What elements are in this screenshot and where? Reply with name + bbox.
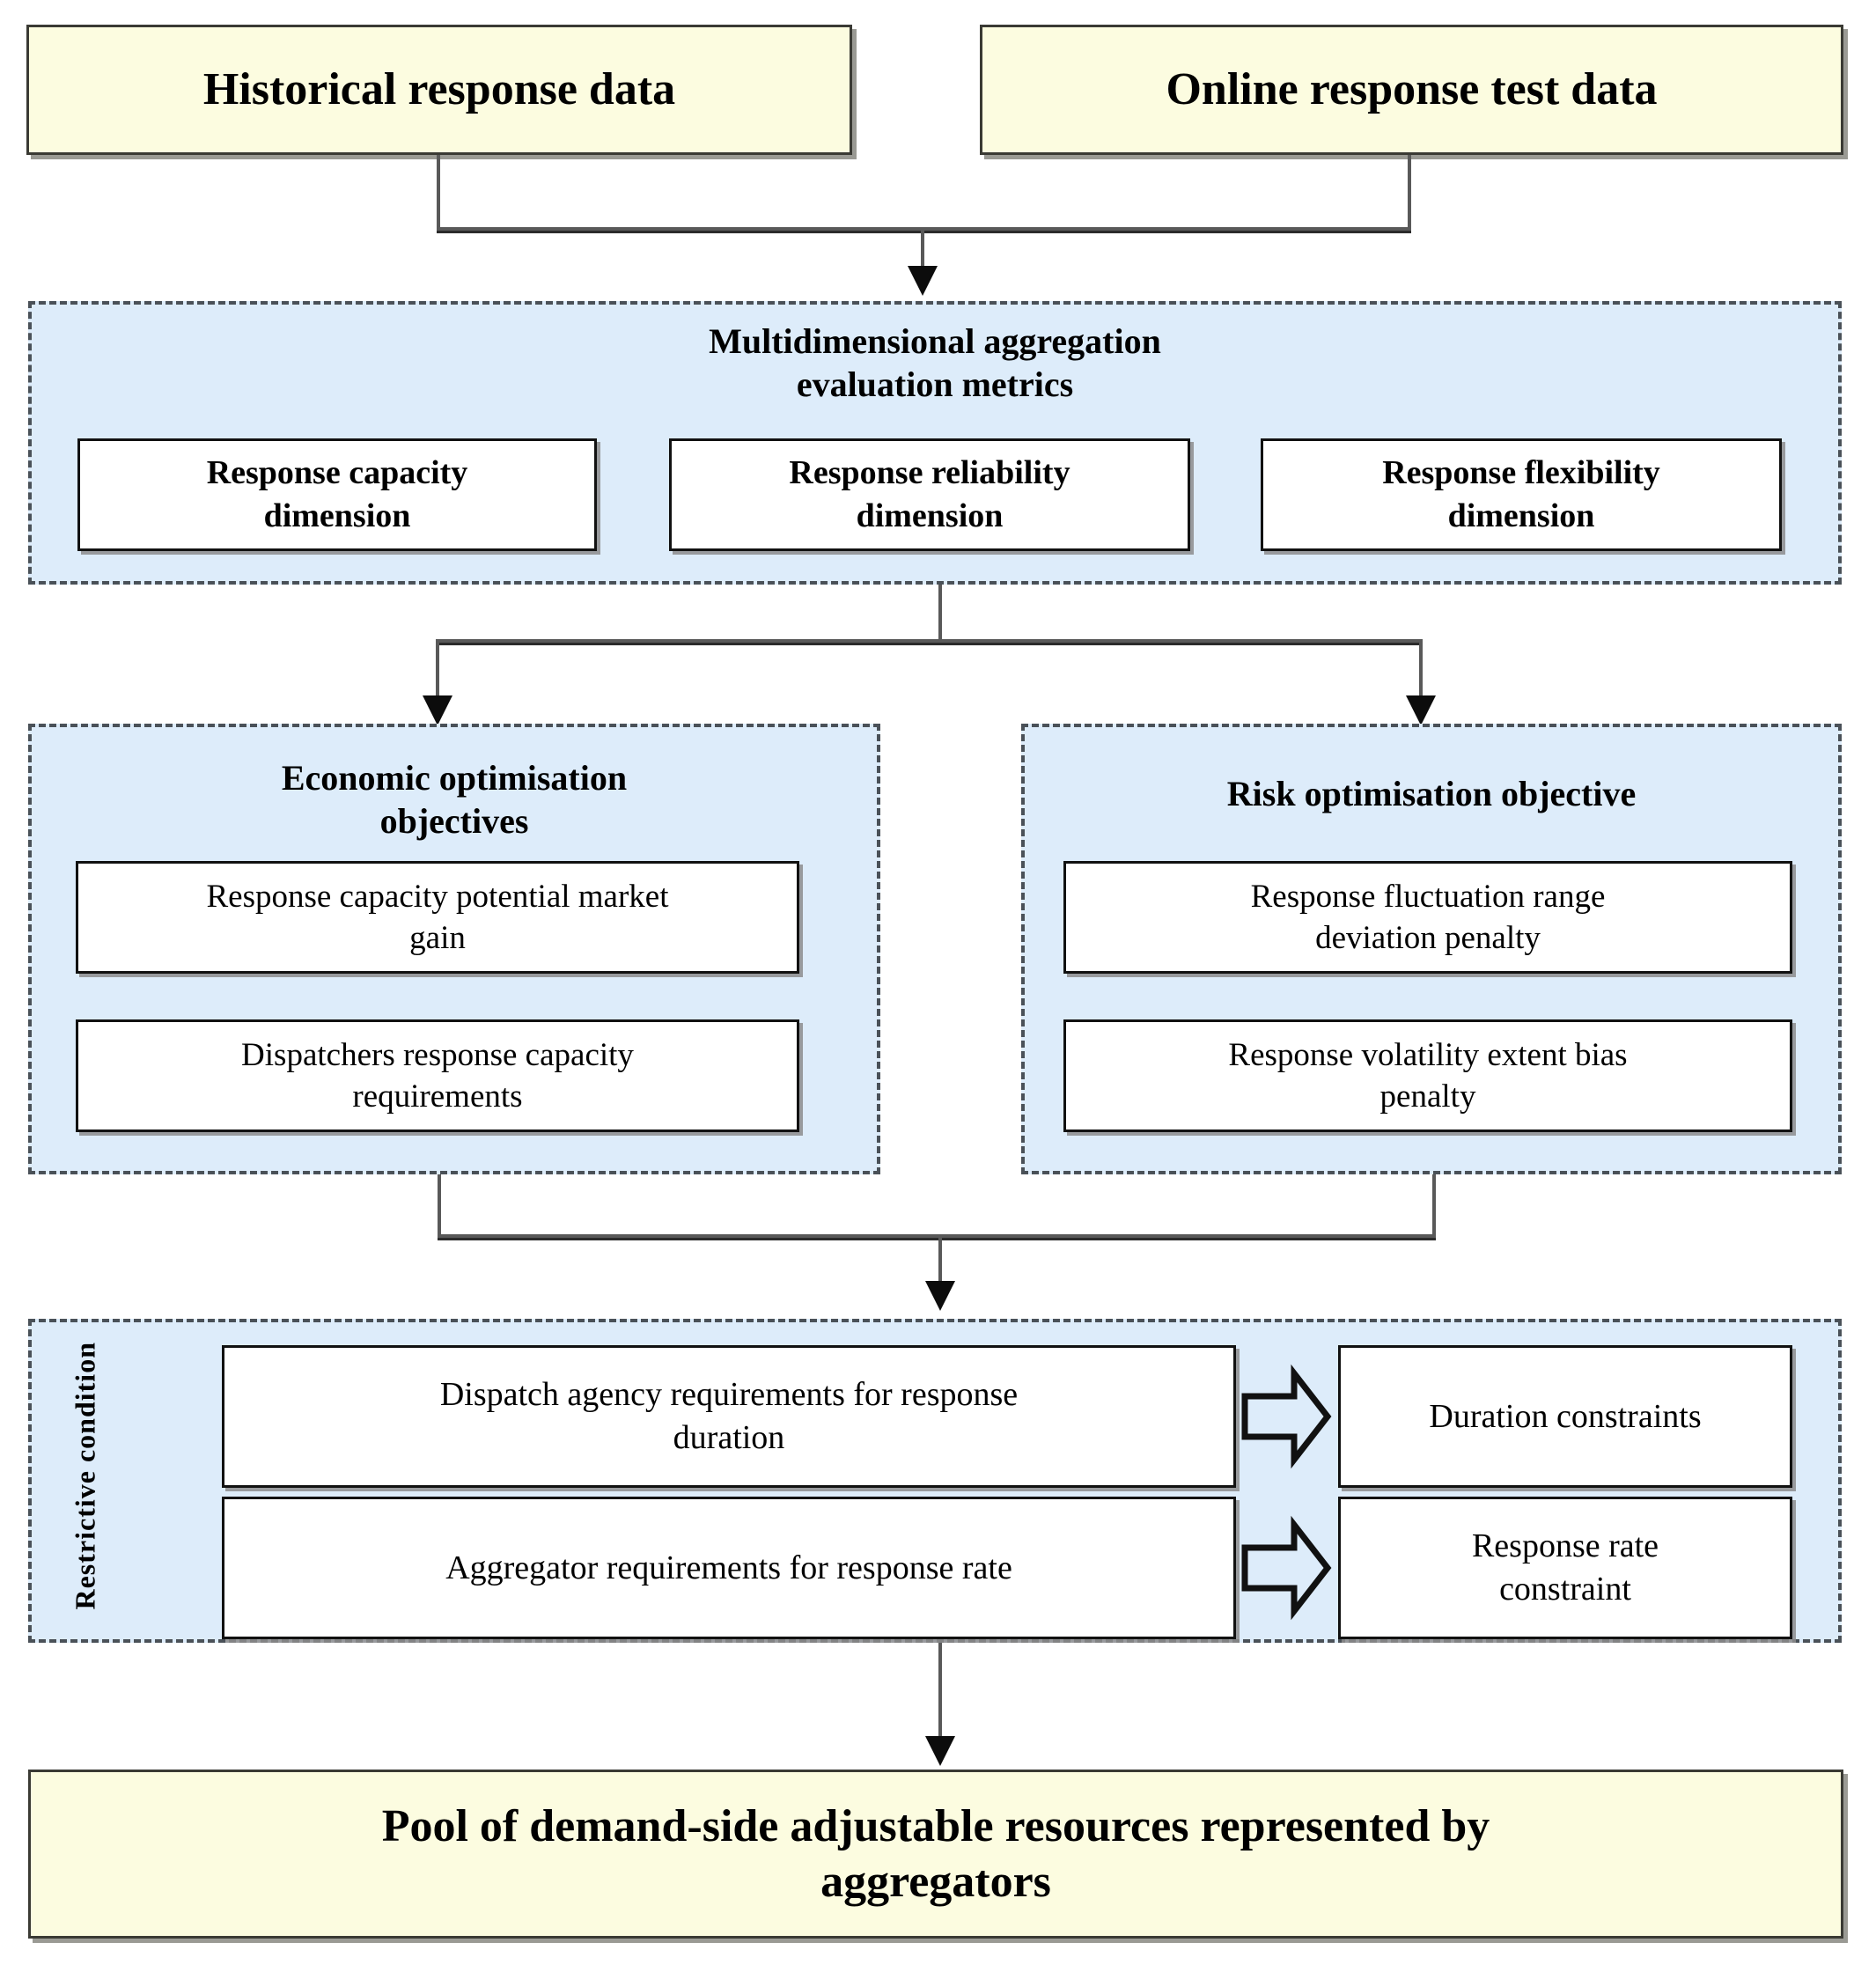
node-response-fluctuation-range-deviation-penalty-line2: deviation penalty bbox=[1315, 920, 1541, 956]
panel-economic-optimisation-title-line1: Economic optimisation bbox=[281, 758, 628, 798]
connector-economic-down bbox=[438, 1174, 441, 1238]
node-dispatchers-response-capacity-requirements-line2: requirements bbox=[352, 1078, 523, 1115]
node-response-reliability-dimension-line2: dimension bbox=[856, 497, 1004, 534]
connector-risk-down bbox=[1432, 1174, 1436, 1238]
node-dispatchers-response-capacity-requirements-line1: Dispatchers response capacity bbox=[241, 1036, 634, 1073]
node-response-rate-constraint-line2: constraint bbox=[1499, 1571, 1631, 1608]
connector-metrics-down bbox=[938, 585, 942, 643]
node-dispatch-agency-requirements[interactable]: Dispatch agency requirements for respons… bbox=[222, 1345, 1236, 1488]
block-arrow-right-icon bbox=[1240, 1356, 1333, 1477]
connector-historical-down bbox=[437, 155, 440, 231]
panel-risk-optimisation-title: Risk optimisation objective bbox=[1021, 773, 1842, 816]
node-online-response-test-data[interactable]: Online response test data bbox=[980, 25, 1843, 155]
node-response-flexibility-dimension-line2: dimension bbox=[1447, 497, 1595, 534]
arrowhead-to-economic bbox=[423, 695, 452, 725]
panel-restrictive-condition-side-label: Restrictive condition bbox=[70, 1342, 102, 1610]
node-duration-constraints-line1: Duration constraints bbox=[1429, 1397, 1702, 1435]
node-historical-response-data-label: Historical response data bbox=[202, 64, 676, 115]
node-response-volatility-extent-bias-penalty-line1: Response volatility extent bias bbox=[1228, 1036, 1628, 1073]
connector-online-down bbox=[1408, 155, 1411, 231]
node-resource-pool-output-line2: aggregators bbox=[820, 1857, 1051, 1907]
node-online-response-test-data-label: Online response test data bbox=[1166, 64, 1658, 115]
panel-risk-optimisation-title-line1: Risk optimisation objective bbox=[1226, 774, 1637, 813]
node-response-capacity-dimension-line1: Response capacity bbox=[206, 454, 468, 492]
node-response-capacity-potential-market-gain-line2: gain bbox=[409, 920, 466, 956]
connector-to-risk bbox=[1419, 639, 1423, 715]
node-dispatch-agency-requirements-line1: Dispatch agency requirements for respons… bbox=[439, 1376, 1019, 1414]
node-resource-pool-output-line1: Pool of demand-side adjustable resources… bbox=[381, 1800, 1490, 1851]
node-response-capacity-potential-market-gain[interactable]: Response capacity potential market gain bbox=[76, 861, 799, 974]
panel-multidimensional-aggregation-title-line2: evaluation metrics bbox=[796, 364, 1074, 404]
node-response-reliability-dimension-line1: Response reliability bbox=[789, 454, 1070, 492]
connector-merge-objectives bbox=[438, 1234, 1436, 1238]
block-arrow-right-icon-2 bbox=[1240, 1507, 1333, 1629]
node-response-capacity-dimension-line2: dimension bbox=[263, 497, 411, 534]
node-response-volatility-extent-bias-penalty-line2: penalty bbox=[1379, 1078, 1476, 1115]
arrowhead-to-output bbox=[925, 1736, 955, 1766]
node-response-volatility-extent-bias-penalty[interactable]: Response volatility extent bias penalty bbox=[1063, 1019, 1792, 1132]
node-dispatchers-response-capacity-requirements[interactable]: Dispatchers response capacity requiremen… bbox=[76, 1019, 799, 1132]
node-resource-pool-output[interactable]: Pool of demand-side adjustable resources… bbox=[28, 1770, 1843, 1939]
node-response-rate-constraint-line1: Response rate bbox=[1471, 1527, 1659, 1565]
arrowhead-to-restrictive bbox=[925, 1281, 955, 1311]
node-aggregator-requirements-line1: Aggregator requirements for response rat… bbox=[445, 1549, 1012, 1586]
panel-multidimensional-aggregation-title-line1: Multidimensional aggregation bbox=[709, 321, 1161, 361]
node-historical-response-data[interactable]: Historical response data bbox=[26, 25, 852, 155]
node-response-flexibility-dimension[interactable]: Response flexibility dimension bbox=[1261, 438, 1782, 551]
node-response-flexibility-dimension-line1: Response flexibility bbox=[1382, 454, 1660, 492]
node-response-capacity-dimension[interactable]: Response capacity dimension bbox=[77, 438, 597, 551]
arrowhead-to-metrics bbox=[908, 266, 938, 296]
connector-merge-objectives-down bbox=[938, 1234, 942, 1296]
connector-to-economic bbox=[436, 639, 439, 715]
connector-merge-down bbox=[921, 227, 924, 282]
connector-restrictive-down bbox=[938, 1643, 942, 1740]
panel-economic-optimisation-title-line2: objectives bbox=[379, 800, 529, 841]
node-duration-constraints[interactable]: Duration constraints bbox=[1338, 1345, 1792, 1488]
node-response-capacity-potential-market-gain-line1: Response capacity potential market bbox=[206, 878, 669, 915]
node-response-fluctuation-range-deviation-penalty[interactable]: Response fluctuation range deviation pen… bbox=[1063, 861, 1792, 974]
node-response-rate-constraint[interactable]: Response rate constraint bbox=[1338, 1497, 1792, 1639]
node-dispatch-agency-requirements-line2: duration bbox=[673, 1419, 785, 1456]
node-response-fluctuation-range-deviation-penalty-line1: Response fluctuation range bbox=[1250, 878, 1606, 915]
panel-multidimensional-aggregation-title: Multidimensional aggregation evaluation … bbox=[28, 320, 1842, 407]
panel-restrictive-condition-side-label-text: Restrictive condition bbox=[69, 1342, 101, 1610]
connector-split-objectives bbox=[436, 639, 1423, 643]
node-aggregator-requirements[interactable]: Aggregator requirements for response rat… bbox=[222, 1497, 1236, 1639]
panel-economic-optimisation-title: Economic optimisation objectives bbox=[28, 757, 880, 843]
arrowhead-to-risk bbox=[1406, 695, 1436, 725]
node-response-reliability-dimension[interactable]: Response reliability dimension bbox=[669, 438, 1190, 551]
